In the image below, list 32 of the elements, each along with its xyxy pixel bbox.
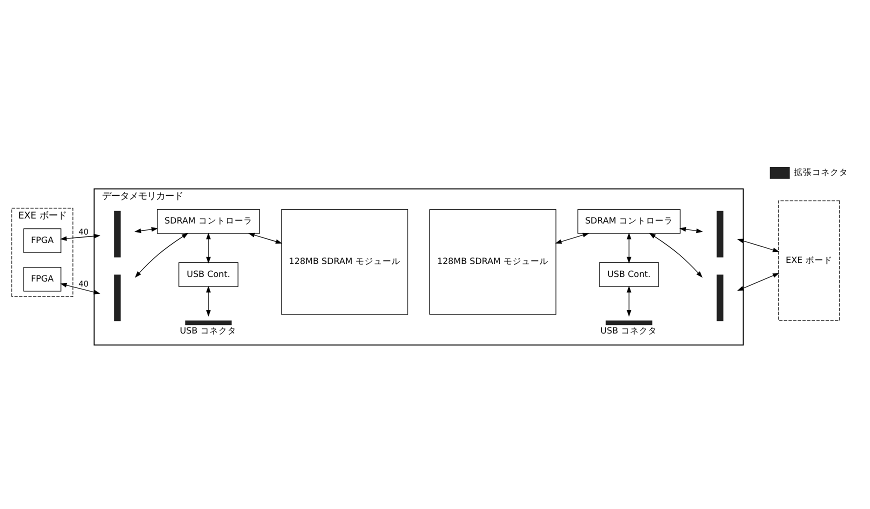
node-box: SDRAM コントローラ <box>156 208 260 234</box>
node-bar <box>185 320 232 325</box>
arrow <box>206 232 211 264</box>
arrow <box>626 285 632 316</box>
node-bar <box>606 320 652 325</box>
arrow <box>134 232 188 278</box>
node-box: USB Cont. <box>599 262 659 286</box>
arrow <box>555 232 590 244</box>
node-bar <box>114 210 121 257</box>
arrow <box>60 282 100 294</box>
arrow <box>649 232 703 278</box>
arrow <box>737 238 780 252</box>
arrow <box>737 272 780 290</box>
node-bar <box>716 210 724 257</box>
node-label: USB コネクタ <box>180 326 236 336</box>
arrow <box>134 226 158 233</box>
node-box: USB Cont. <box>178 262 238 286</box>
node-box: 128MB SDRAM モジュール <box>429 208 556 314</box>
node-box: FPGA <box>23 266 62 292</box>
node-box: 128MB SDRAM モジュール <box>281 208 408 314</box>
node-box: SDRAM コントローラ <box>578 208 680 234</box>
arrow <box>626 232 632 264</box>
node-bar <box>114 274 121 321</box>
node-bar <box>716 274 724 321</box>
node-box: FPGA <box>23 228 62 252</box>
arrow <box>679 226 703 233</box>
node-box: EXE ボード <box>778 200 840 320</box>
arrow <box>206 285 211 316</box>
node-label: USB コネクタ <box>600 326 657 336</box>
arrow <box>248 232 282 244</box>
legend-label: 拡張コネクタ <box>794 168 848 178</box>
arrow <box>60 233 100 240</box>
